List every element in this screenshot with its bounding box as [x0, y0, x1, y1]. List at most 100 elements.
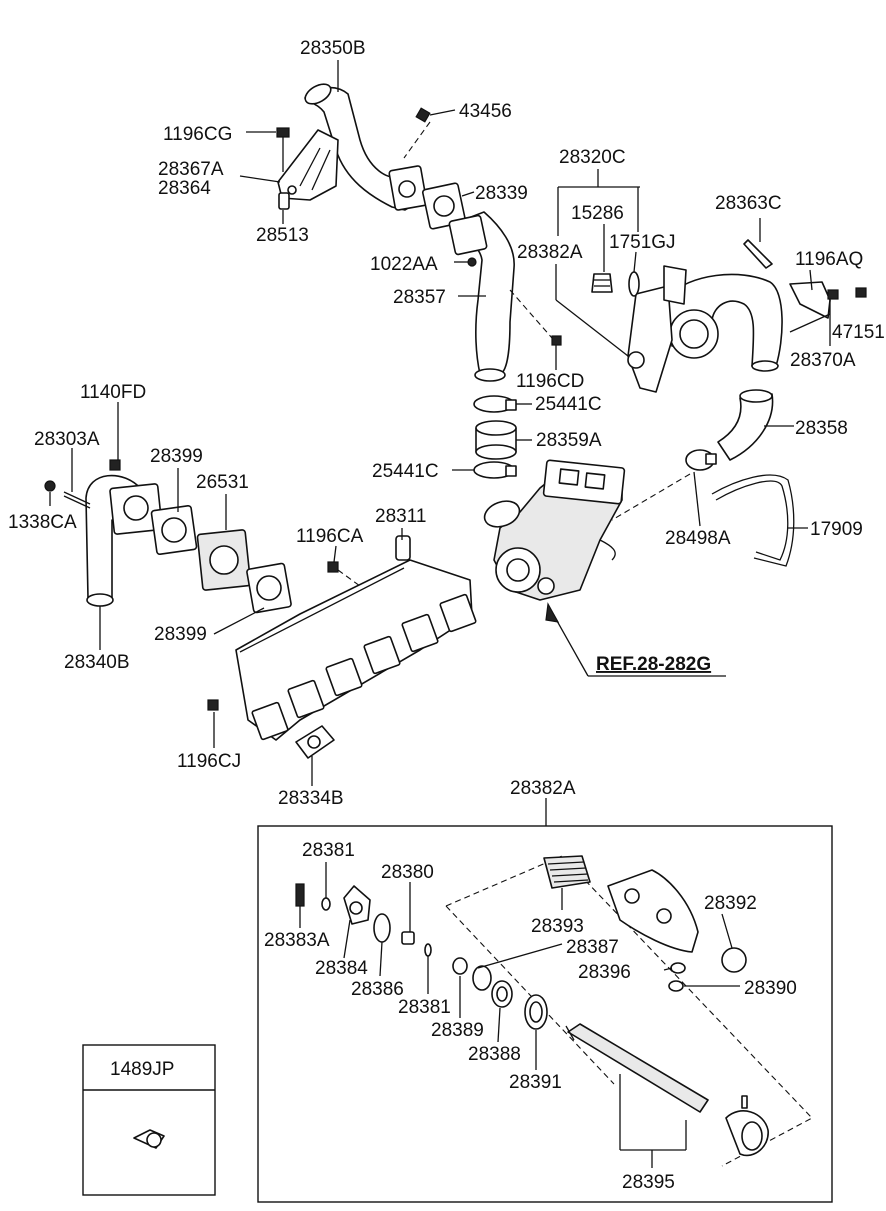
- label-28320c: 28320C: [559, 147, 626, 168]
- fitting-15286: [591, 273, 613, 293]
- label-28357: 28357: [393, 287, 446, 308]
- shaft-28395: [565, 1023, 769, 1157]
- nut-28396: [670, 962, 686, 974]
- label-25441c-upper: 25441C: [535, 394, 602, 415]
- label-28387: 28387: [566, 937, 619, 958]
- housing-28392-body: [607, 869, 699, 953]
- manifold-28311: [235, 535, 477, 741]
- label-28340b: 28340B: [64, 652, 130, 673]
- label-17909: 17909: [810, 519, 863, 540]
- label-28393: 28393: [531, 916, 584, 937]
- gasket-28334b: [295, 725, 335, 759]
- label-26531: 26531: [196, 472, 249, 493]
- label-28339: 28339: [475, 183, 528, 204]
- spacer-26531: [196, 529, 252, 591]
- gasket-28399-upper: [150, 505, 198, 555]
- dashed-envelope: [445, 855, 813, 1167]
- label-28395: 28395: [622, 1172, 675, 1193]
- label-28513: 28513: [256, 225, 309, 246]
- plate-28384: [343, 885, 371, 925]
- label-28334b: 28334B: [278, 788, 344, 809]
- hose-28358: [717, 389, 774, 461]
- gasket-28399-lower: [246, 562, 292, 614]
- label-1196cd: 1196CD: [516, 371, 584, 392]
- turbocharger-body: [483, 459, 626, 601]
- seal-28391: [524, 994, 548, 1030]
- label-28399-upper: 28399: [150, 446, 203, 467]
- bolt-1140fd: [109, 459, 121, 471]
- nut-28389: [452, 957, 468, 975]
- label-28367a: 28367A: [158, 159, 224, 180]
- bushing-28387: [472, 965, 492, 991]
- label-1196cj: 1196CJ: [177, 751, 241, 772]
- label-1196ca: 1196CA: [296, 526, 364, 547]
- label-28350b: 28350B: [300, 38, 366, 59]
- label-28392: 28392: [704, 893, 757, 914]
- label-ref-28-282g: REF.28-282G: [596, 654, 711, 675]
- label-28386: 28386: [351, 979, 404, 1000]
- detail-box-28382a: [257, 825, 833, 1203]
- label-28303a: 28303A: [34, 429, 100, 450]
- label-1196cg: 1196CG: [163, 124, 232, 145]
- bolt-1196cg: [276, 127, 290, 172]
- label-25441c-lower: 25441C: [372, 461, 439, 482]
- part-labels: 28350B 43456 1196CG 28367A 28364 28513 2…: [8, 38, 885, 1193]
- bolt-1196cd: [509, 289, 562, 346]
- label-28399-lower: 28399: [154, 624, 207, 645]
- label-28390: 28390: [744, 978, 797, 999]
- label-1751gj: 1751GJ: [609, 232, 676, 253]
- housing-28320c: [627, 265, 783, 393]
- label-28391: 28391: [509, 1072, 562, 1093]
- label-28388: 28388: [468, 1044, 521, 1065]
- label-28364: 28364: [158, 178, 211, 199]
- nut-1022aa: [467, 257, 477, 267]
- label-15286: 15286: [571, 203, 624, 224]
- hose-28359a: [475, 420, 517, 460]
- bolt-28383a: [295, 883, 305, 907]
- label-28389: 28389: [431, 1020, 484, 1041]
- label-1196aq: 1196AQ: [795, 249, 863, 270]
- stud-28303a: [63, 491, 91, 509]
- label-28381-a: 28381: [302, 840, 355, 861]
- bolt-43456: [403, 107, 431, 159]
- ref-arrow: [545, 602, 726, 677]
- oring-28386: [373, 913, 391, 943]
- nut-1338ca: [44, 480, 56, 492]
- label-47151: 47151: [832, 322, 885, 343]
- label-28363c: 28363C: [715, 193, 782, 214]
- label-28382a-top: 28382A: [517, 242, 583, 263]
- clamp-25441c-lower: [473, 461, 517, 479]
- spring-28393: [543, 855, 591, 889]
- pin-28513: [278, 192, 290, 210]
- hose-17909: [711, 474, 795, 567]
- label-1022aa: 1022AA: [370, 254, 438, 275]
- washer-28381-b: [424, 943, 432, 957]
- leader-lines: [49, 60, 831, 1168]
- clamp-25441c-upper: [473, 395, 517, 413]
- label-1338ca: 1338CA: [8, 512, 77, 533]
- gasket-28339: [421, 182, 467, 230]
- label-28383a: 28383A: [264, 930, 330, 951]
- pipe-28357: [448, 211, 515, 382]
- label-1140fd: 1140FD: [80, 382, 146, 403]
- label-28358: 28358: [795, 418, 848, 439]
- label-1489jp: 1489JP: [110, 1059, 174, 1080]
- elbow-28340b: [85, 474, 163, 607]
- bushing-28388: [491, 980, 513, 1008]
- nut-28390: [668, 980, 684, 992]
- pipe-28350b: [304, 83, 428, 211]
- washer-28381-a: [321, 897, 331, 911]
- bolt-1196ca: [327, 561, 361, 587]
- label-28381-b: 28381: [398, 997, 451, 1018]
- label-28396: 28396: [578, 962, 631, 983]
- legend-box-1489jp: [82, 1044, 216, 1196]
- label-28384: 28384: [315, 958, 368, 979]
- label-28359a: 28359A: [536, 430, 602, 451]
- cap-28392: [721, 947, 747, 973]
- label-28370a: 28370A: [790, 350, 856, 371]
- clip-28363c: [743, 239, 773, 269]
- label-28311: 28311: [375, 506, 426, 527]
- label-28498a: 28498A: [665, 528, 731, 549]
- clamp-28498a: [611, 449, 717, 521]
